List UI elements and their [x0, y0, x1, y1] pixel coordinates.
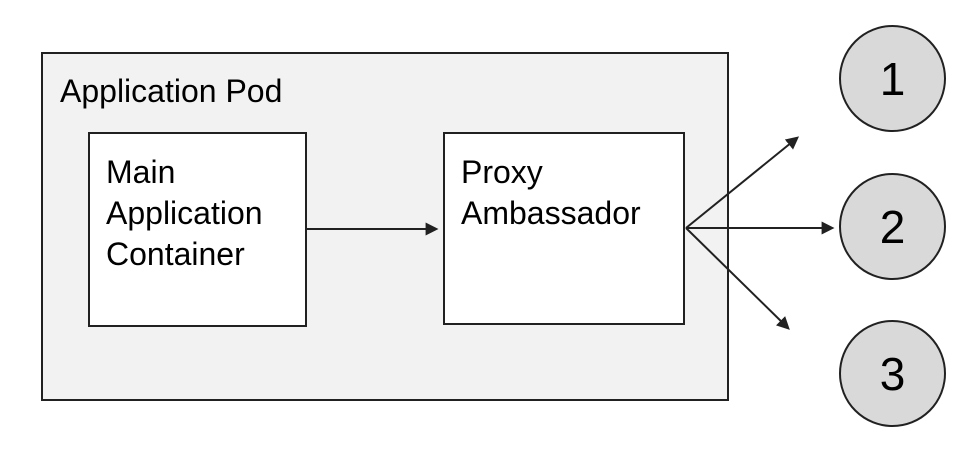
- main-application-container-label-line: Container: [106, 236, 245, 272]
- endpoint-3-label: 3: [879, 347, 906, 400]
- endpoint-1-label: 1: [879, 52, 906, 105]
- proxy-ambassador-label-line: Proxy: [461, 154, 543, 190]
- application-pod-label: Application Pod: [60, 73, 283, 109]
- proxy-ambassador-node: Proxy Ambassador: [443, 132, 685, 325]
- proxy-ambassador-label-line: Ambassador: [461, 195, 641, 231]
- main-application-container-label-line: Main: [106, 154, 176, 190]
- endpoint-node-1: 1: [839, 25, 946, 132]
- main-application-container-label-line: Application: [106, 195, 263, 231]
- endpoint-node-3: 3: [839, 320, 946, 427]
- main-application-container-node: Main Application Container: [88, 132, 307, 327]
- endpoint-2-label: 2: [879, 200, 906, 253]
- endpoint-node-2: 2: [839, 173, 946, 280]
